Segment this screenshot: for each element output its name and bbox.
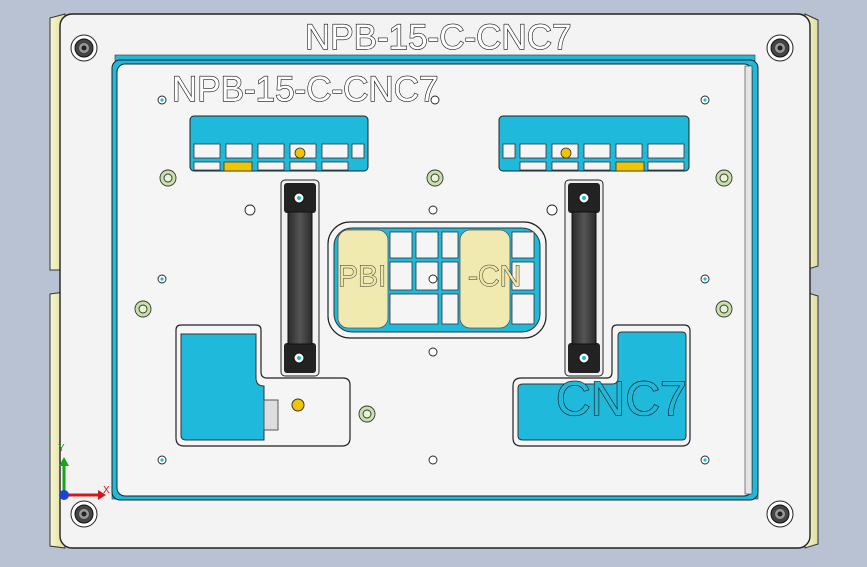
locating-pin-icon <box>134 169 733 423</box>
socket-screw-icon <box>70 34 794 528</box>
right-handle <box>564 179 604 377</box>
window-engraving-fragment-right: -CN <box>467 260 522 293</box>
axis-triad <box>59 457 106 500</box>
pocket-engraving-label: CNC7 <box>555 373 687 426</box>
left-grille-block <box>189 115 369 172</box>
axis-x-label: X <box>103 485 110 496</box>
left-handle <box>280 179 320 377</box>
part-number-label: NPB-15-C-CNC7 <box>304 18 572 57</box>
window-engraving-fragment-left: PBI <box>337 260 387 293</box>
right-grille-block <box>498 115 690 172</box>
left-lower-pocket <box>175 324 351 447</box>
axis-y-label: Y <box>58 443 65 454</box>
right-lower-pocket <box>512 324 691 447</box>
plate-engraving-label: NPB-15-C-CNC7 <box>171 70 439 109</box>
